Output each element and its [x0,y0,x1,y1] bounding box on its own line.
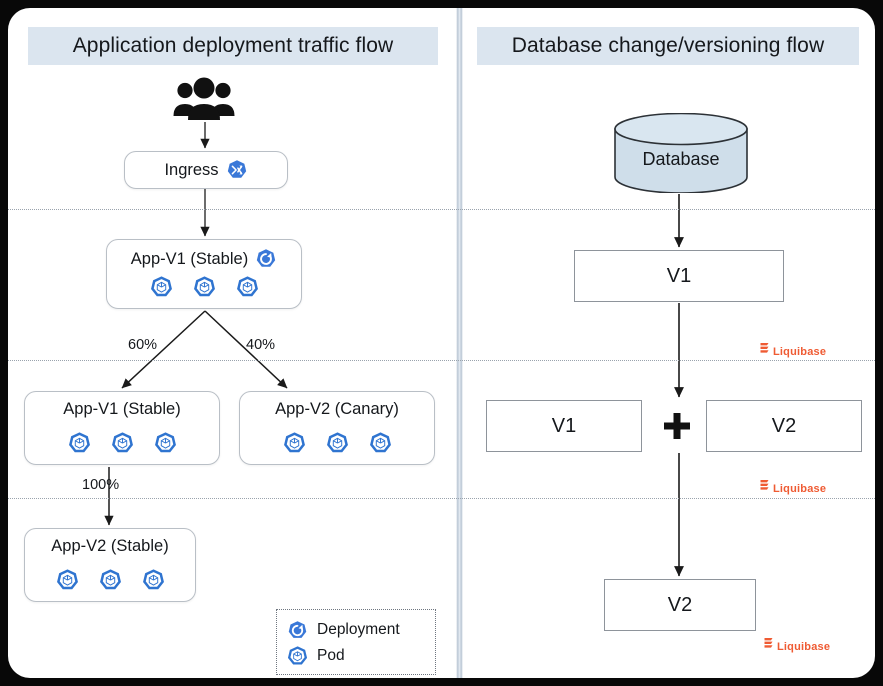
legend-item-deployment-label: Deployment [317,621,400,638]
liquibase-wordmark: Liquibase [777,640,831,653]
node-app-v1-stable-mid-pods [25,432,219,455]
right-panel-title: Database change/versioning flow [477,27,859,65]
stage-divider-1 [8,209,875,210]
diagram-card: Application deployment traffic flow Ingr… [8,8,875,678]
traffic-label-100: 100% [82,477,120,493]
legend-item-pod-label: Pod [317,647,345,664]
pod-icon [154,432,177,455]
traffic-label-60: 60% [128,337,158,353]
pod-icon [369,432,392,455]
traffic-label-40: 40% [246,337,276,353]
stage-divider-3 [8,498,875,499]
ingress-shuffle-icon [226,159,248,181]
pod-icon [283,432,306,455]
node-ingress-title-row: Ingress [125,159,287,181]
liquibase-wordmark: Liquibase [773,482,827,495]
box-v1-step1[interactable]: V1 [574,250,784,302]
pod-icon [236,276,259,299]
database-cylinder[interactable]: Database [611,112,751,198]
legend: Deployment Pod [276,609,436,675]
legend-item-pod: Pod [287,643,423,669]
pod-icon [56,569,79,592]
liquibase-mark-icon [759,479,770,498]
node-app-v2-stable-pods [25,569,195,592]
node-app-v2-stable[interactable]: App-V2 (Stable) [24,528,196,602]
pod-icon [99,569,122,592]
deployment-icon [255,248,277,270]
node-app-v1-stable-top-title-row: App-V1 (Stable) [107,248,301,270]
plus-operator-icon [659,408,695,444]
database-label: Database [642,148,720,169]
node-app-v1-stable-top-label: App-V1 (Stable) [130,249,249,268]
node-app-v2-stable-label: App-V2 (Stable) [51,537,169,555]
pod-icon [287,645,308,667]
legend-item-deployment: Deployment [287,617,423,643]
panel-separator [456,8,463,678]
node-app-v1-stable-mid[interactable]: App-V1 (Stable) [24,391,220,465]
pod-icon [68,432,91,455]
liquibase-mark-icon [759,342,770,361]
node-ingress-label: Ingress [164,160,219,179]
deployment-icon [287,620,308,641]
database-versioning-panel: Database change/versioning flow Database… [463,8,875,678]
application-deployment-panel: Application deployment traffic flow Ingr… [8,8,456,678]
box-v2-step3[interactable]: V2 [604,579,756,631]
node-ingress[interactable]: Ingress [124,151,288,189]
box-v2-step2[interactable]: V2 [706,400,862,452]
pod-icon [150,276,173,299]
node-app-v2-canary-pods [240,432,434,455]
users-icon [171,76,237,129]
liquibase-logo-2: Liquibase [759,479,826,498]
box-v1-step2[interactable]: V1 [486,400,642,452]
pod-icon [142,569,165,592]
node-app-v2-canary-label: App-V2 (Canary) [275,400,399,418]
node-app-v1-stable-top[interactable]: App-V1 (Stable) [106,239,302,309]
node-app-v2-canary-title-row: App-V2 (Canary) [240,400,434,419]
left-panel-title: Application deployment traffic flow [28,27,438,65]
node-app-v2-canary[interactable]: App-V2 (Canary) [239,391,435,465]
pod-icon [326,432,349,455]
stage-divider-2 [8,360,875,361]
node-app-v1-stable-mid-title-row: App-V1 (Stable) [25,400,219,419]
pod-icon [111,432,134,455]
liquibase-logo-1: Liquibase [759,342,826,361]
node-app-v2-stable-title-row: App-V2 (Stable) [25,537,195,556]
node-app-v1-stable-top-pods [107,276,301,299]
liquibase-wordmark: Liquibase [773,345,827,358]
pod-icon [193,276,216,299]
liquibase-mark-icon [763,637,774,656]
liquibase-logo-3: Liquibase [763,637,830,656]
node-app-v1-stable-mid-label: App-V1 (Stable) [63,400,181,418]
